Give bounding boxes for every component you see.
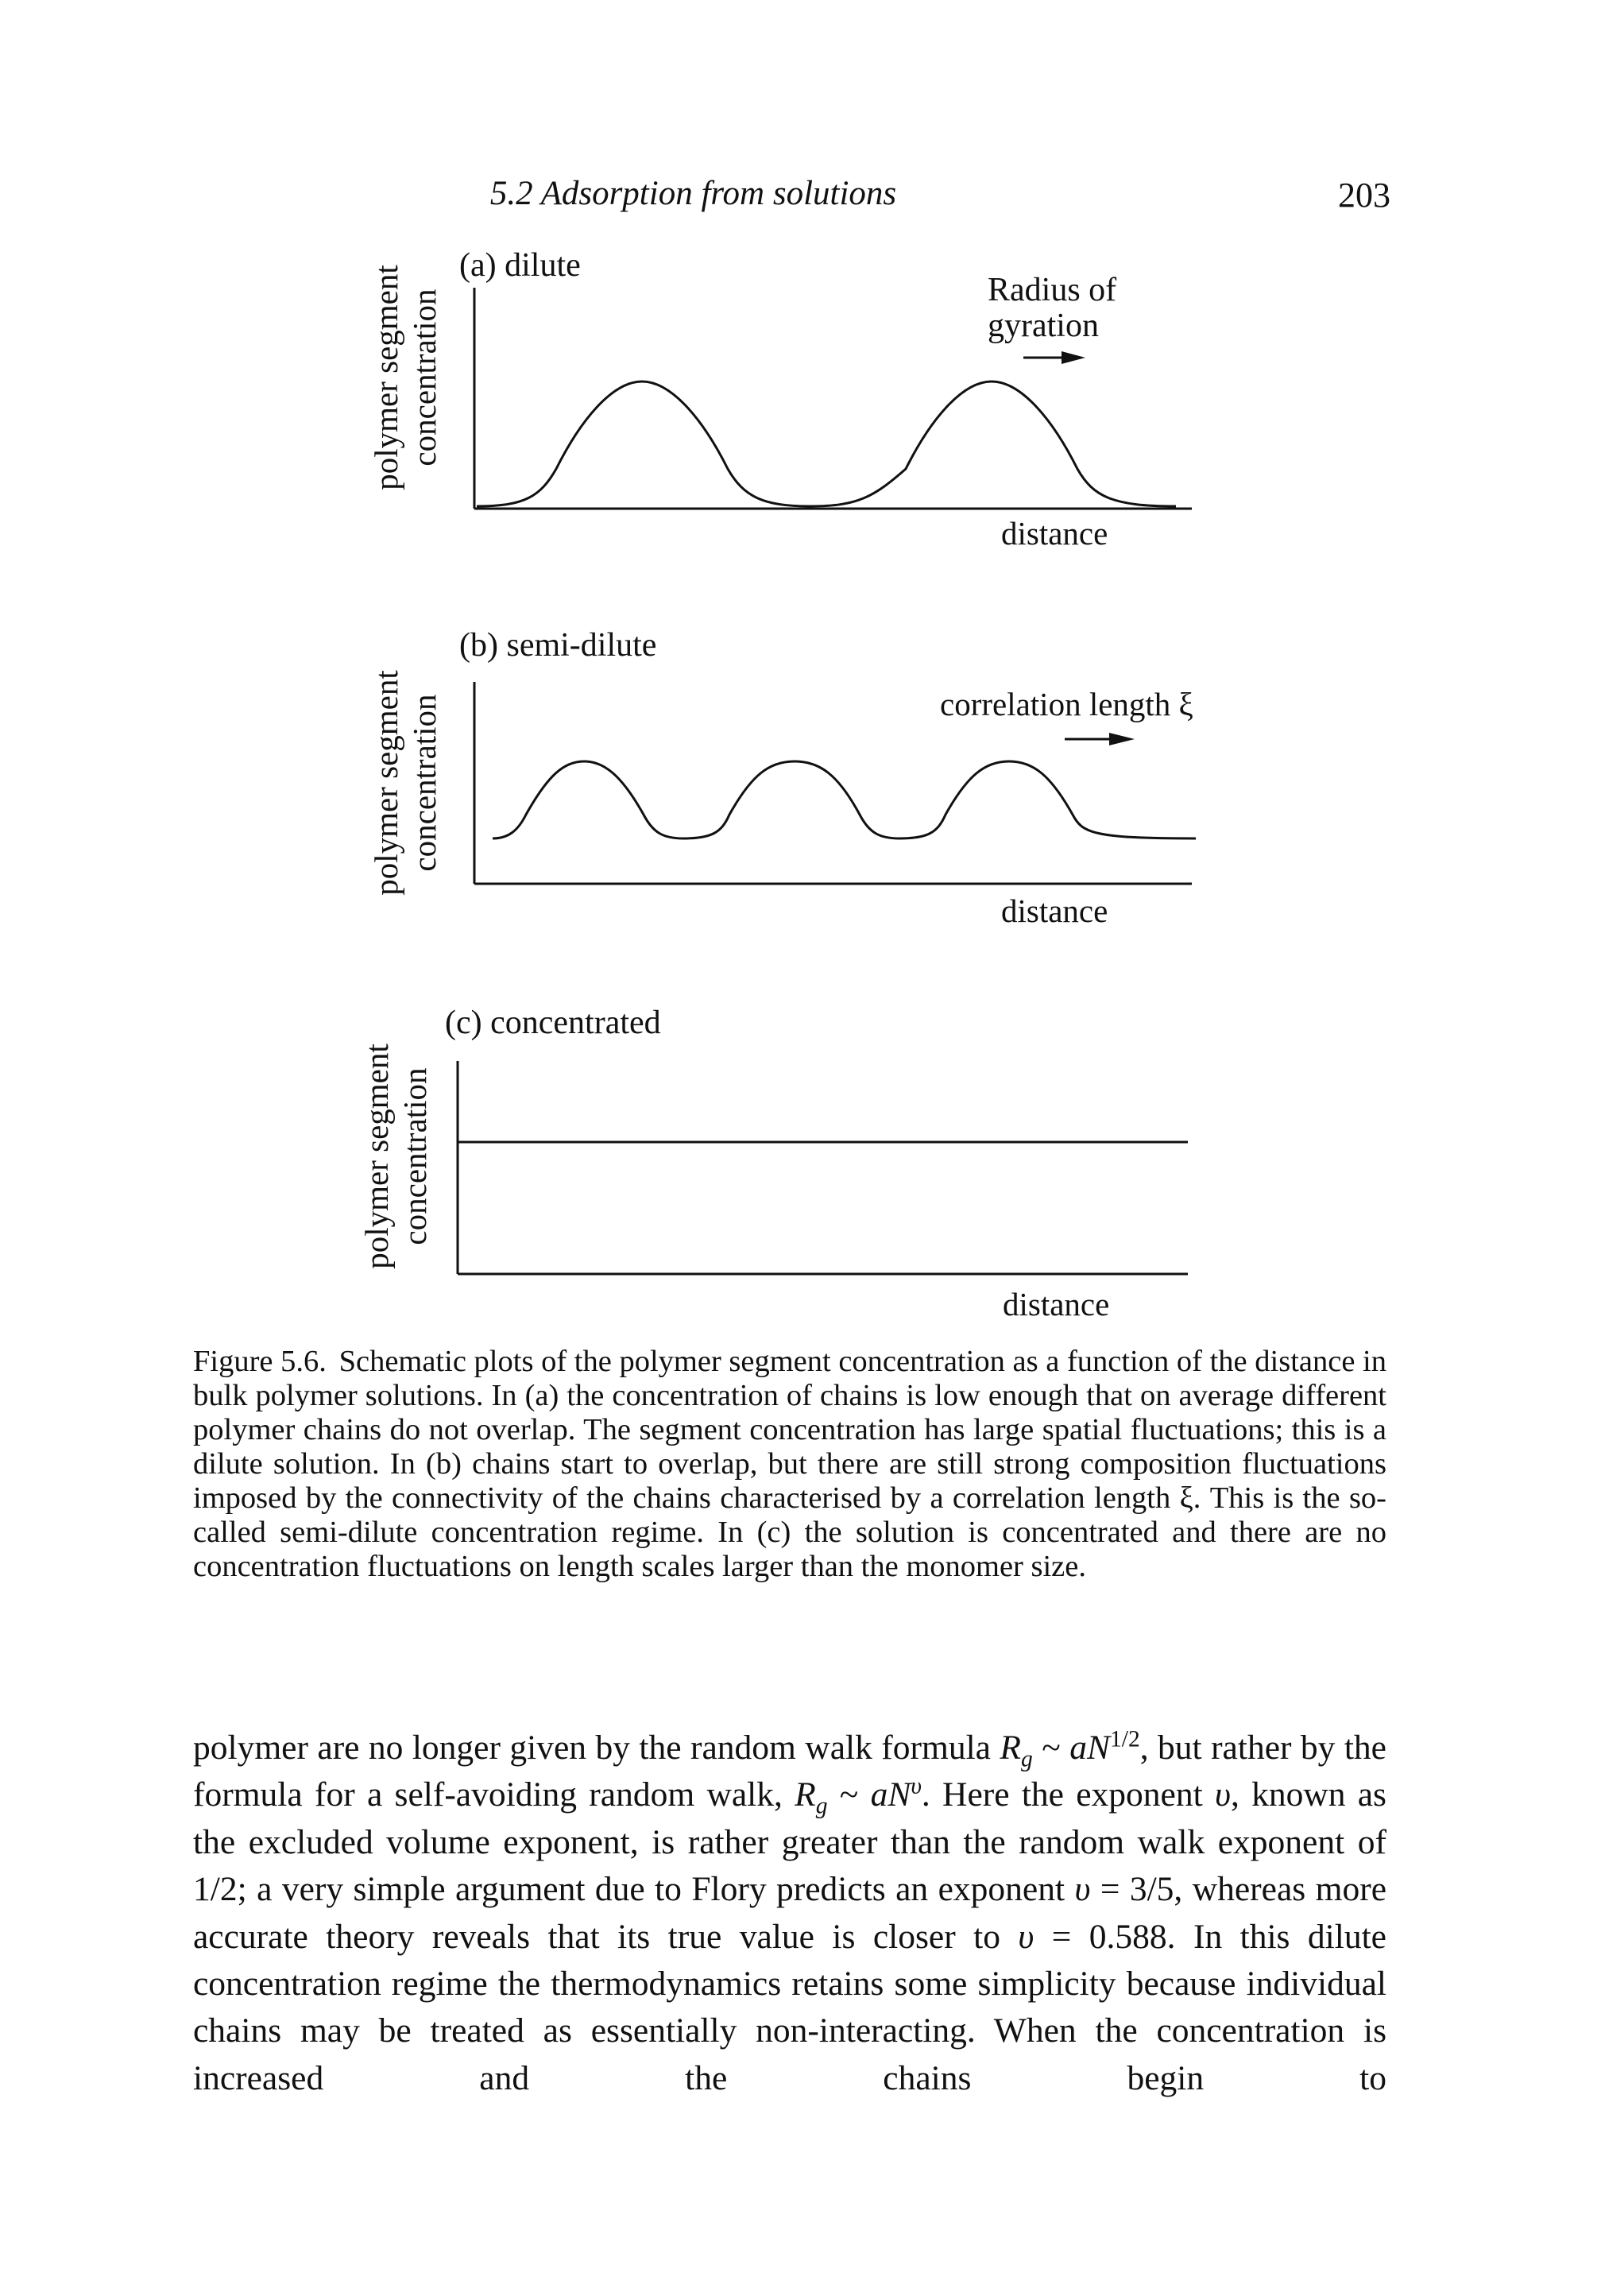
panel-c-title: (c) concentrated — [445, 1005, 661, 1041]
body-text-segment: ~ — [827, 1775, 871, 1814]
body-text-segment: = 3/5, whereas more accurate theory reve… — [193, 1870, 1387, 1956]
body-text-segment: = 0.588. In this dilute concentration re… — [193, 1917, 1386, 2097]
caption-text: Schematic plots of the polymer segment c… — [193, 1345, 1386, 1583]
math-subscript: g — [1020, 1746, 1033, 1772]
panel-a-annotation-line2: gyration — [988, 308, 1099, 344]
body-text-segment: polymer are no longer given by the rando… — [193, 1729, 1000, 1767]
panel-a-title: (a) dilute — [459, 247, 581, 284]
y-axis-label-line2: concentration — [406, 694, 443, 871]
math-symbol: R — [795, 1775, 816, 1814]
running-header-title: 5.2 Adsorption from solutions — [489, 175, 897, 212]
math-symbol: aN — [870, 1775, 911, 1814]
page-number: 203 — [1338, 176, 1390, 215]
figure-caption: Figure 5.6. Schematic plots of the polym… — [193, 1345, 1386, 1584]
y-axis-label-line2: concentration — [406, 288, 443, 466]
caption-label: Figure 5.6. — [193, 1345, 327, 1378]
panel-a-x-axis-label: distance — [1001, 515, 1108, 552]
math-symbol: υ — [1018, 1917, 1034, 1956]
y-axis-label-line1: polymer segment — [368, 265, 404, 490]
figure-panel-b: polymer segment concentration (b) semi-d… — [368, 627, 1197, 929]
panel-a-arrow-icon — [1023, 351, 1085, 364]
panel-b-x-axis-label: distance — [1001, 892, 1108, 929]
panel-b-title: (b) semi-dilute — [459, 627, 656, 664]
math-superscript: υ — [911, 1773, 922, 1799]
math-symbol: R — [1000, 1729, 1021, 1767]
math-superscript: 1/2 — [1109, 1726, 1140, 1752]
math-symbol: υ — [1074, 1870, 1091, 1909]
panel-b-annotation-line1: correlation length ξ — [940, 686, 1193, 722]
body-text-segment: , known as the excluded volume exponent,… — [193, 1775, 1386, 1909]
panel-b-arrow-icon — [1065, 733, 1135, 745]
body-text-segment: ~ — [1032, 1729, 1070, 1767]
y-axis-label-line2: concentration — [396, 1067, 433, 1245]
body-text-segment: , but rather by the formula for a self-a… — [193, 1729, 1386, 1814]
math-symbol: υ — [1214, 1775, 1231, 1814]
figure-panel-a: polymer segment concentration (a) dilute… — [368, 247, 1192, 552]
math-subscript: g — [815, 1794, 828, 1820]
panel-c-x-axis-label: distance — [1003, 1286, 1109, 1322]
math-symbol: aN — [1069, 1729, 1110, 1767]
body-text-segment: . Here the exponent — [921, 1775, 1215, 1814]
figure-panel-c: polymer segment concentration (c) concen… — [358, 1005, 1188, 1322]
panel-a-dilute-curve — [476, 380, 1177, 508]
body-paragraph: polymer are no longer given by the rando… — [193, 1725, 1386, 2102]
panel-a-annotation-line1: Radius of — [988, 272, 1116, 308]
panel-b-semidilute-curve — [492, 760, 1197, 840]
y-axis-label-line1: polymer segment — [368, 670, 404, 896]
y-axis-label-line1: polymer segment — [358, 1043, 395, 1269]
